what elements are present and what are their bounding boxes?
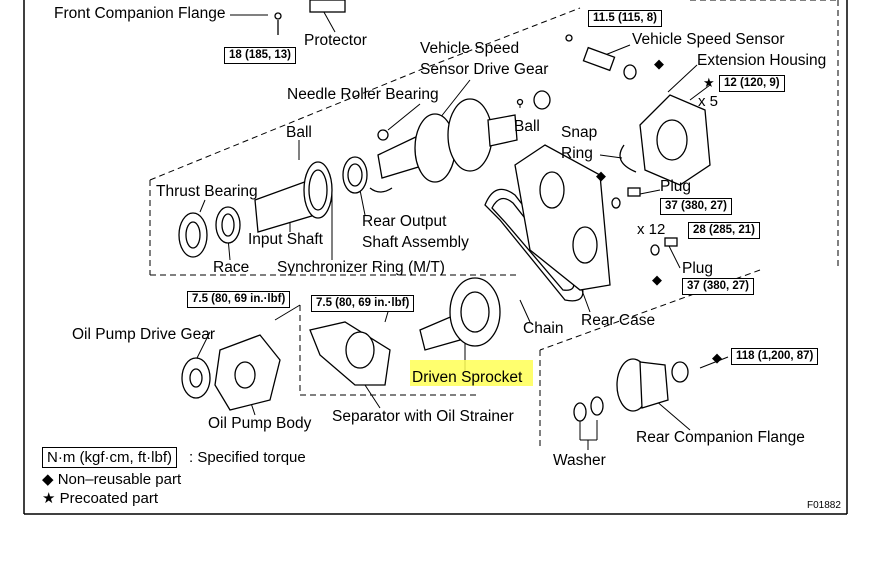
- plug-parts: [611, 187, 678, 256]
- label-vss-drive-gear-1: Vehicle Speed: [420, 40, 520, 57]
- label-rear-output-1: Rear Output: [362, 213, 447, 230]
- label-protector: Protector: [304, 32, 367, 49]
- nonreusable-diamond-icon-1: ◆: [654, 56, 664, 71]
- speed-sensor-part: [565, 34, 637, 80]
- torque-box-6: 37 (380, 27): [682, 278, 755, 295]
- needle-roller-part: [516, 90, 551, 110]
- protector-part: [274, 0, 346, 35]
- label-front-companion-flange: Front Companion Flange: [54, 5, 226, 22]
- rear-case-part: [514, 144, 611, 291]
- legend-nonreusable: ◆ Non–reusable part: [42, 471, 182, 488]
- torque-box-5: 28 (285, 21): [688, 222, 761, 239]
- multiplier-x12: x 12: [637, 221, 666, 238]
- label-vehicle-speed-sensor: Vehicle Speed Sensor: [632, 31, 785, 48]
- label-separator: Separator with Oil Strainer: [332, 408, 514, 425]
- legend-unit-desc: : Specified torque: [189, 449, 306, 466]
- label-washer: Washer: [553, 452, 606, 469]
- label-ball-2: Ball: [514, 118, 540, 135]
- rear-output-shaft-part: [369, 98, 518, 193]
- driven-sprocket-part: [419, 277, 501, 351]
- figure-code: F01882: [807, 500, 841, 511]
- label-rear-companion-flange: Rear Companion Flange: [636, 429, 805, 446]
- label-rear-case: Rear Case: [581, 312, 656, 329]
- label-plug-2: Plug: [682, 260, 714, 277]
- label-plug-1: Plug: [660, 178, 692, 195]
- torque-box-4: 37 (380, 27): [660, 198, 733, 215]
- label-synchronizer-ring: Synchronizer Ring (M/T): [277, 259, 445, 276]
- multiplier-x5: x 5: [698, 93, 719, 110]
- label-snap-ring-1: Snap: [561, 124, 598, 141]
- torque-box-9: 118 (1,200, 87): [731, 348, 819, 365]
- label-thrust-bearing: Thrust Bearing: [156, 183, 258, 200]
- torque-box-8: 7.5 (80, 69 in.·lbf): [311, 295, 415, 312]
- legend-precoated: ★ Precoated part: [42, 490, 159, 507]
- label-extension-housing: Extension Housing: [697, 52, 827, 69]
- label-input-shaft: Input Shaft: [248, 231, 323, 248]
- input-shaft-part: [178, 156, 368, 258]
- extension-housing-part: [619, 94, 711, 186]
- label-rear-output-2: Shaft Assembly: [362, 234, 469, 251]
- driven-sprocket-highlight: [410, 360, 533, 386]
- torque-box-1: 18 (185, 13): [224, 47, 297, 64]
- label-snap-ring-2: Ring: [561, 145, 593, 162]
- label-chain: Chain: [523, 320, 564, 337]
- rear-companion-flange-part: [573, 358, 689, 422]
- precoated-star-icon: ★: [703, 75, 715, 90]
- dashed-lines: [149, 0, 840, 450]
- nonreusable-diamond-icon-4: ◆: [712, 350, 722, 365]
- label-vss-drive-gear-2: Sensor Drive Gear: [420, 61, 549, 78]
- oil-pump-parts: [181, 321, 391, 411]
- label-oil-pump-drive-gear: Oil Pump Drive Gear: [72, 326, 215, 343]
- label-needle-roller-bearing: Needle Roller Bearing: [287, 86, 439, 103]
- label-ball-1: Ball: [286, 124, 312, 141]
- torque-box-2: 11.5 (115, 8): [588, 10, 662, 27]
- frame: [23, 0, 848, 515]
- nonreusable-diamond-icon-3: ◆: [652, 272, 662, 287]
- label-race: Race: [213, 259, 250, 276]
- torque-box-7: 7.5 (80, 69 in.·lbf): [187, 291, 291, 308]
- legend-unit-box: N·m (kgf·cm, ft·lbf): [42, 447, 177, 468]
- torque-box-3: 12 (120, 9): [719, 75, 785, 92]
- label-oil-pump-body: Oil Pump Body: [208, 415, 312, 432]
- nonreusable-diamond-icon-2: ◆: [596, 168, 606, 183]
- label-driven-sprocket: Driven Sprocket: [412, 369, 523, 386]
